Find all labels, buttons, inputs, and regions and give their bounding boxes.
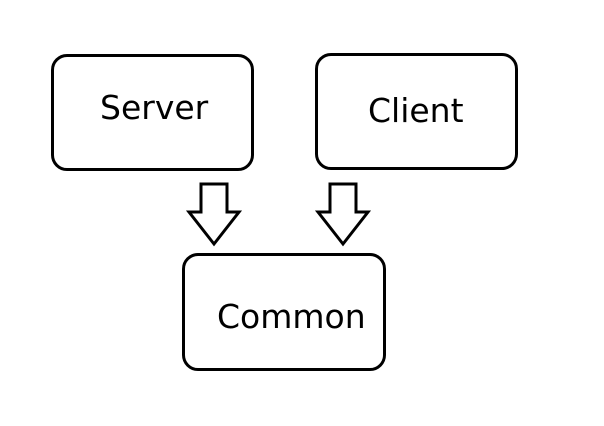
common-node: Common [182,253,386,371]
client-to-common-arrow-icon [314,182,372,247]
server-node: Server [51,54,254,171]
client-node: Client [315,53,518,170]
server-to-common-arrow-icon [185,182,243,247]
server-node-label: Server [100,88,209,127]
client-node-label: Client [368,91,464,130]
common-node-label: Common [217,297,366,336]
